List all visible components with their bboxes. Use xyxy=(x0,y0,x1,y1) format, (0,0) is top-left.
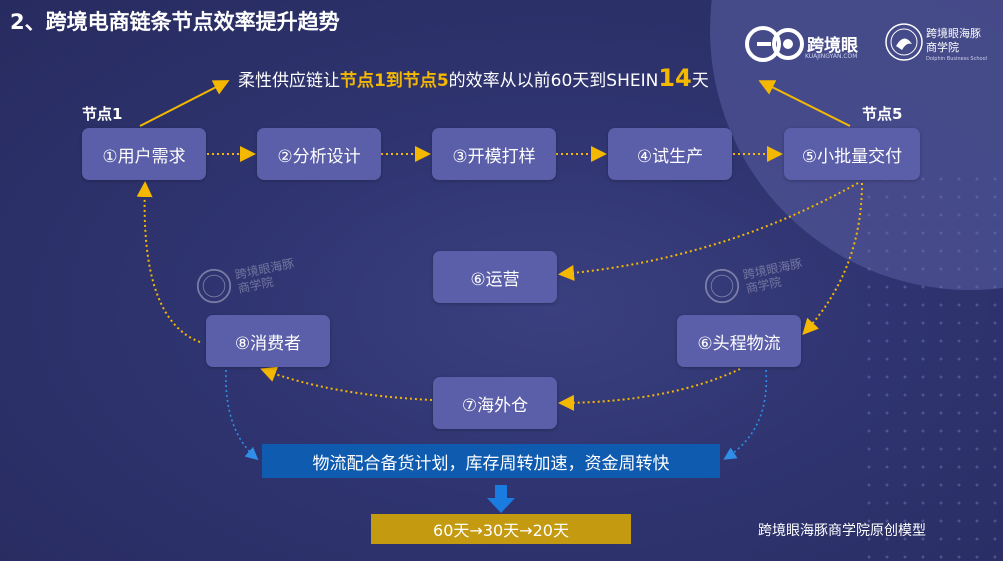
arrow-consumer-to-demand xyxy=(136,181,201,343)
logistics-summary-banner: 物流配合备货计划，库存周转加速，资金周转快 xyxy=(262,444,720,478)
headline-text-1: 柔性供应链让 xyxy=(238,71,340,91)
watermark-seal-icon xyxy=(196,268,232,304)
node-first-leg-logistics: ⑥头程物流 xyxy=(677,315,801,367)
headline-text-2: 的效率从以前60天到SHEIN xyxy=(448,71,659,91)
node-trial-production: ④试生产 xyxy=(608,128,732,180)
academy-seal-icon xyxy=(885,23,923,61)
node-1-tag: 节点1 xyxy=(82,105,123,123)
node-consumer: ⑧消费者 xyxy=(206,315,330,367)
decorative-dot-grid xyxy=(860,170,1003,561)
arrow-5-to-logistics xyxy=(802,182,863,335)
arrow-node1-to-headline xyxy=(139,80,230,127)
node-mold-sample: ③开模打样 xyxy=(432,128,556,180)
academy-name: 跨境眼海豚商学院 xyxy=(926,27,981,54)
node-small-batch-delivery: ⑤小批量交付 xyxy=(784,128,920,180)
headline-days-number: 14 xyxy=(658,64,692,92)
brand-url: KUAJINGYAN.COM xyxy=(805,53,858,60)
timeline-bar: 60天→30天→20天 xyxy=(371,514,631,544)
headline-highlight: 节点1到节点5 xyxy=(340,71,449,91)
watermark-seal-icon xyxy=(704,268,740,304)
node-overseas-warehouse: ⑦海外仓 xyxy=(433,377,557,429)
arrow-node5-to-headline xyxy=(758,80,851,127)
node-5-tag: 节点5 xyxy=(862,105,903,123)
brand-logo-icon xyxy=(745,26,804,62)
node-operations: ⑥运营 xyxy=(433,251,557,303)
arrow-5-to-operations xyxy=(558,182,859,281)
arrow-warehouse-to-consumer xyxy=(260,366,433,401)
node-analysis-design: ②分析设计 xyxy=(257,128,381,180)
efficiency-headline: 柔性供应链让节点1到节点5的效率从以前60天到SHEIN14天 xyxy=(238,64,709,92)
arrow-logistics-to-warehouse xyxy=(558,368,741,411)
node-user-demand: ①用户需求 xyxy=(82,128,206,180)
arrow-consumer-to-banner xyxy=(225,369,259,461)
footer-credit: 跨境眼海豚商学院原创模型 xyxy=(758,523,926,539)
arrow-logistics-to-banner xyxy=(723,369,768,460)
brand-name: 跨境眼 xyxy=(807,36,858,56)
slide-title: 2、跨境电商链条节点效率提升趋势 xyxy=(10,10,340,34)
down-arrow-icon xyxy=(487,485,515,513)
academy-subtitle: Dolphin Business School xyxy=(926,56,988,62)
headline-text-3: 天 xyxy=(691,71,709,91)
